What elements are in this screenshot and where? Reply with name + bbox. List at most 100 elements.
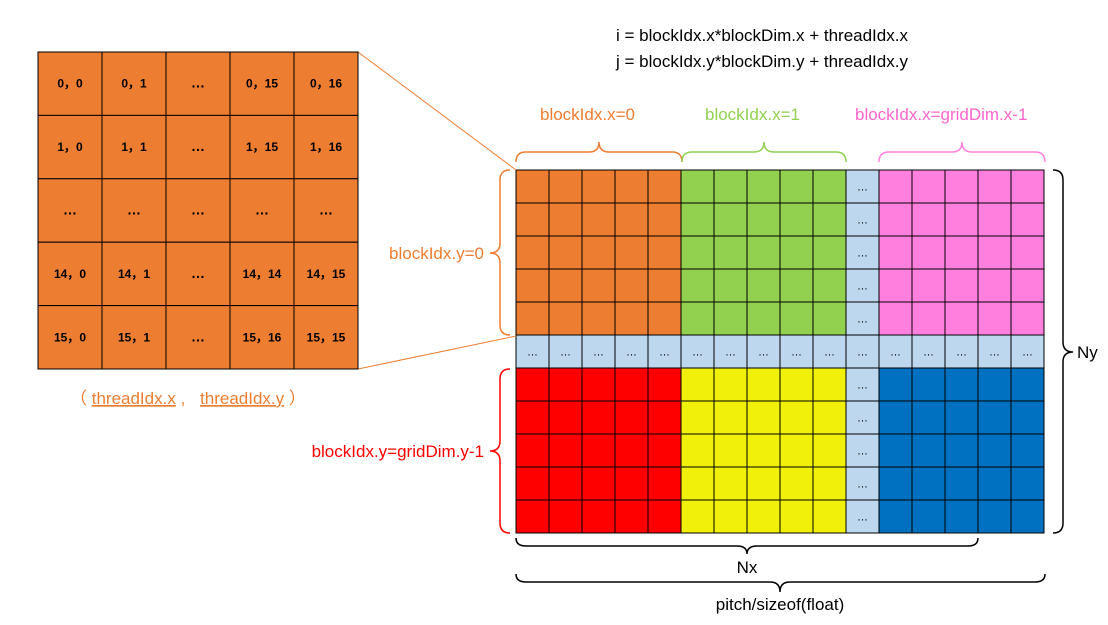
- grid-cell: [944, 499, 979, 534]
- grid-cell: [548, 169, 583, 204]
- thread-block-caption: （ threadIdx.x , threadIdx.y ）: [70, 389, 306, 408]
- grid-cell: [680, 367, 715, 402]
- thread-cell-label: 1，1: [121, 140, 147, 154]
- thread-cell: [37, 178, 103, 243]
- thread-cell-label: …: [191, 265, 205, 281]
- thread-cell: [101, 305, 167, 370]
- grid-cell: [977, 202, 1012, 237]
- grid-cell: [779, 169, 814, 204]
- block-x0-label: blockIdx.x=0: [540, 105, 635, 124]
- grid-cell: [746, 466, 781, 501]
- grid-cell: [977, 235, 1012, 270]
- grid-cell: [845, 202, 880, 237]
- grid-ellipsis: …: [824, 347, 835, 359]
- grid-cell: [713, 235, 748, 270]
- grid-cell: [614, 466, 649, 501]
- grid-cell: [1010, 202, 1045, 237]
- grid-cell: [812, 268, 847, 303]
- grid-cell: [515, 301, 550, 336]
- grid-cell: [911, 268, 946, 303]
- grid-cell: [812, 202, 847, 237]
- caption-thread-y: threadIdx.y: [200, 389, 285, 408]
- grid-cell: [944, 268, 979, 303]
- grid-cell: [977, 301, 1012, 336]
- grid-cell: [515, 169, 550, 204]
- grid-cell: [515, 400, 550, 435]
- grid-cell: [878, 433, 913, 468]
- grid-cell: [680, 202, 715, 237]
- formula-j: j = blockIdx.y*blockDim.y + threadIdx.y: [615, 52, 908, 71]
- grid-cell: [1010, 169, 1045, 204]
- grid-cell: [746, 367, 781, 402]
- grid-cell: [680, 169, 715, 204]
- grid-cell: [944, 235, 979, 270]
- grid-cell: [581, 367, 616, 402]
- grid-cell: [812, 466, 847, 501]
- thread-cell-label: …: [63, 202, 77, 218]
- thread-cell-label: …: [191, 138, 205, 154]
- grid-cell: [746, 499, 781, 534]
- thread-cell-label: 15，15: [307, 330, 346, 344]
- grid-cell: [779, 268, 814, 303]
- grid-cell: [1010, 466, 1045, 501]
- grid-cell: [977, 169, 1012, 204]
- grid-cell: [713, 400, 748, 435]
- grid-cell: [548, 235, 583, 270]
- brace-block-xlast: [878, 141, 1046, 163]
- grid-cell: [1010, 367, 1045, 402]
- grid-cell: [515, 499, 550, 534]
- grid-cell: [878, 268, 913, 303]
- grid-cell: [713, 301, 748, 336]
- grid-cell: [944, 301, 979, 336]
- grid-cell: [680, 499, 715, 534]
- grid-cell: [911, 466, 946, 501]
- thread-cell-label: 0，1: [121, 77, 147, 91]
- grid-cell: [977, 367, 1012, 402]
- grid-cell: [977, 268, 1012, 303]
- thread-cell: [293, 114, 359, 180]
- zoom-line-top: [357, 51, 517, 171]
- grid-cell: [944, 169, 979, 204]
- grid-cell: [515, 268, 550, 303]
- grid-cell: [977, 499, 1012, 534]
- grid-cell: [779, 334, 814, 369]
- grid-ellipsis: …: [857, 314, 868, 326]
- formula-i: i = blockIdx.x*blockDim.x + threadIdx.x: [616, 26, 908, 45]
- grid-ellipsis: …: [857, 413, 868, 425]
- thread-cell: [229, 305, 295, 370]
- grid-cell: [581, 334, 616, 369]
- grid-ellipsis: …: [989, 347, 1000, 359]
- brace-block-x1: [681, 141, 847, 163]
- grid-cell: [614, 301, 649, 336]
- grid-cell: [581, 400, 616, 435]
- grid-ellipsis: …: [1022, 347, 1033, 359]
- grid-cell: [878, 367, 913, 402]
- brace-pitch: [515, 573, 1046, 593]
- thread-cell-label: 14，1: [118, 267, 150, 281]
- grid-cell: [812, 400, 847, 435]
- grid-ellipsis: …: [857, 380, 868, 392]
- grid-cell: [581, 301, 616, 336]
- thread-cell-label: 14，14: [243, 267, 282, 281]
- grid-cell: [581, 202, 616, 237]
- grid-cell: [515, 235, 550, 270]
- grid-cell: [647, 367, 682, 402]
- grid-cell: [779, 202, 814, 237]
- grid-cell: [911, 235, 946, 270]
- grid-cell: [515, 367, 550, 402]
- grid-ellipsis: …: [857, 215, 868, 227]
- thread-cell-label: 15，0: [54, 330, 86, 344]
- grid-cell: [878, 169, 913, 204]
- grid-ellipsis: …: [890, 347, 901, 359]
- grid-cell: [845, 400, 880, 435]
- grid-cell: [581, 169, 616, 204]
- thread-cell-label: 1，15: [246, 140, 278, 154]
- grid-cell: [1010, 433, 1045, 468]
- thread-cell-label: 15，1: [118, 330, 150, 344]
- grid-ellipsis: …: [857, 182, 868, 194]
- grid-cell: [878, 235, 913, 270]
- grid-cell: [713, 367, 748, 402]
- grid-cell: [878, 466, 913, 501]
- thread-cell-label: …: [191, 202, 205, 218]
- thread-grid: ……………………………………………………………………: [515, 169, 1045, 534]
